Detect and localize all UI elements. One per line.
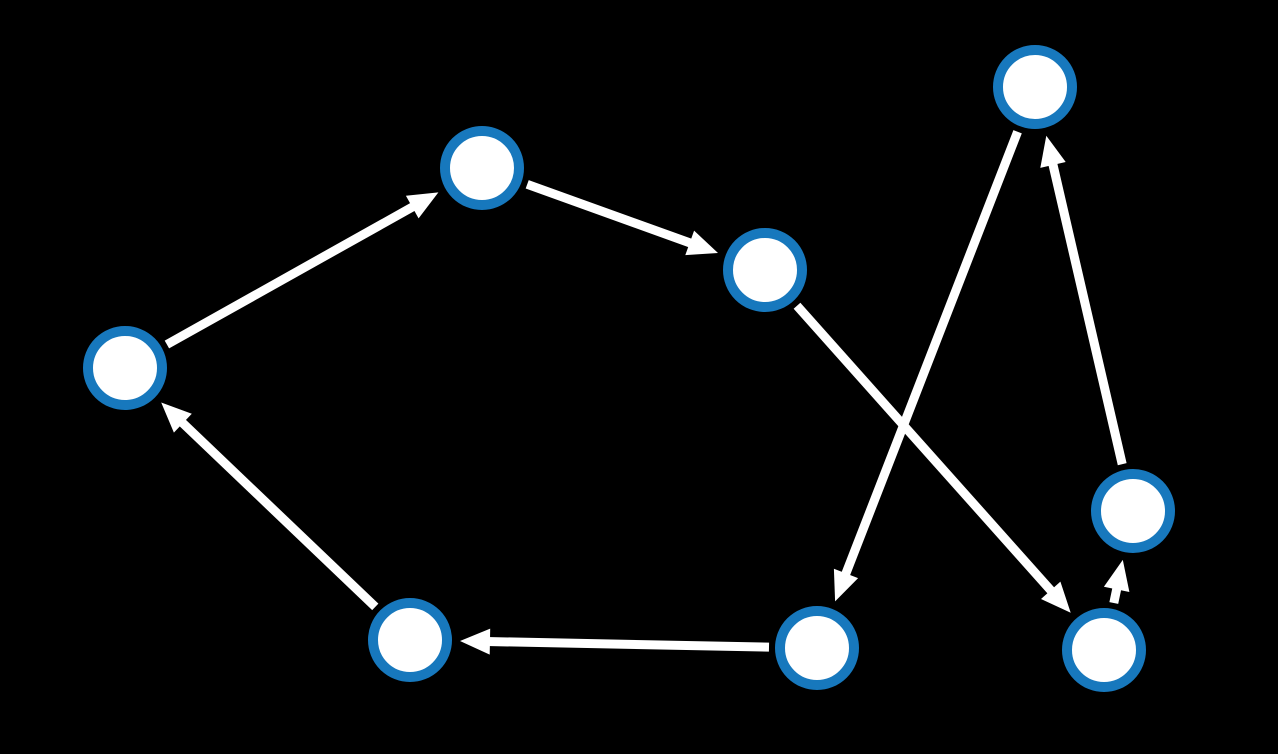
graph-node-top-right[interactable] [993,45,1077,129]
graph-edge-node-right-to-node-top-right[interactable] [1040,135,1127,466]
edge-arrowhead-icon [161,402,192,433]
edge-line[interactable] [838,130,1022,584]
graph-edge-node-left-to-node-top-middle[interactable] [164,192,439,349]
edge-arrowhead-icon [1041,581,1071,613]
graph-edge-node-bottom-right-to-node-right[interactable] [1103,559,1130,604]
graph-node-right[interactable] [1091,469,1175,553]
edge-line[interactable] [525,180,700,251]
edge-arrowhead-icon [1040,135,1066,168]
edge-line[interactable] [1046,155,1127,466]
edge-line[interactable] [173,413,379,611]
edge-line[interactable] [480,636,770,652]
edge-arrowhead-icon [685,230,718,256]
edge-arrowhead-icon [1103,559,1130,592]
edge-line[interactable] [164,198,423,349]
edge-arrowhead-icon [460,628,491,655]
graph-edge-node-bottom-left-to-node-left[interactable] [161,402,379,611]
graph-node-bottom-left[interactable] [368,598,452,682]
graph-node-bottom-right[interactable] [1062,608,1146,692]
edge-arrowhead-icon [833,568,859,602]
edge-line[interactable] [793,302,1061,600]
graph-node-middle[interactable] [723,228,807,312]
graph-edge-node-middle-to-node-bottom-right[interactable] [793,302,1071,613]
graph-edge-node-bottom-middle-to-node-bottom-left[interactable] [460,628,770,655]
graph-edge-node-top-right-to-node-bottom-middle[interactable] [833,130,1022,602]
graph-node-left[interactable] [83,326,167,410]
graph-node-bottom-middle[interactable] [775,606,859,690]
graph-edge-node-top-middle-to-node-middle[interactable] [525,180,718,256]
edge-arrowhead-icon [405,192,439,219]
graph-node-top-middle[interactable] [440,126,524,210]
